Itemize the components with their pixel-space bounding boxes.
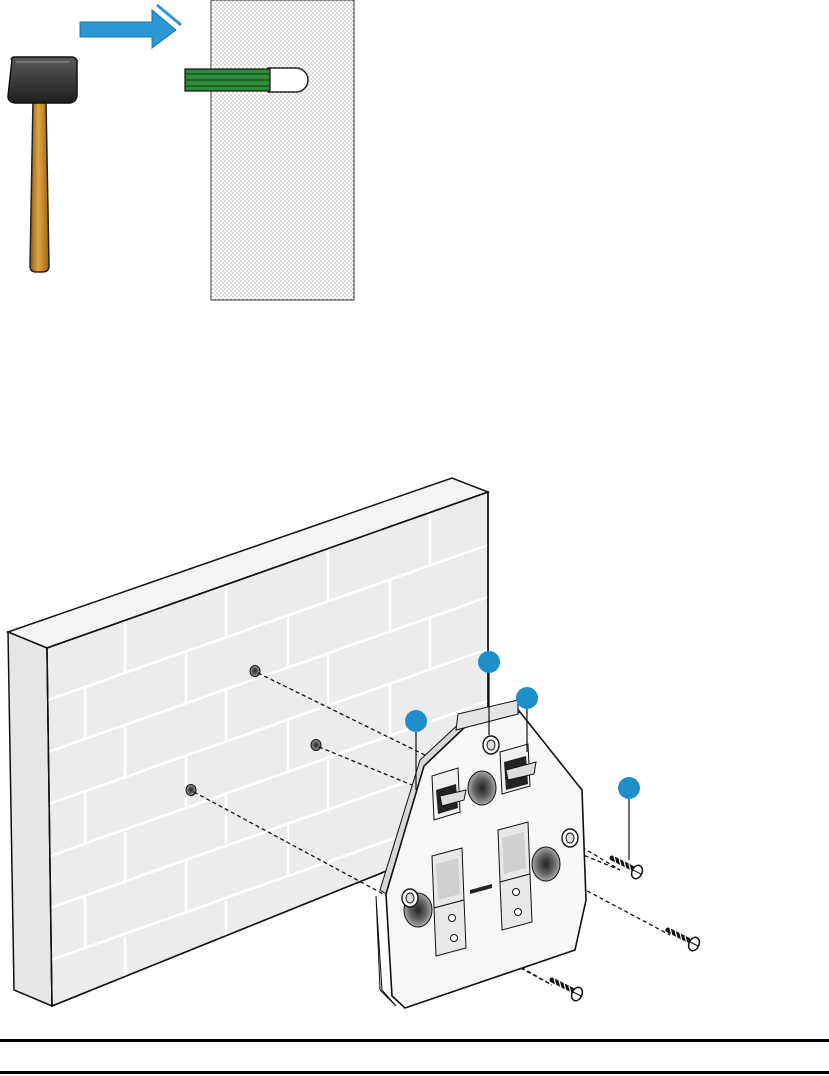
bracket-mounting-panel — [8, 478, 701, 1008]
wall-hole — [250, 666, 260, 677]
anchor-insertion-panel — [8, 0, 354, 300]
wall-hole — [186, 785, 196, 796]
callout-marker-4 — [618, 777, 640, 860]
wall-hole — [311, 740, 321, 751]
screw-icon — [552, 978, 584, 1002]
screw-icon — [668, 928, 701, 952]
separator-rule — [0, 1039, 829, 1042]
wall-section — [211, 0, 354, 300]
arrow-right-icon — [80, 5, 181, 48]
separator-rule — [0, 1071, 829, 1074]
drilled-hole — [268, 68, 308, 92]
anchor-icon — [185, 69, 270, 91]
screw-icon — [612, 856, 644, 880]
mallet-icon — [8, 57, 77, 272]
